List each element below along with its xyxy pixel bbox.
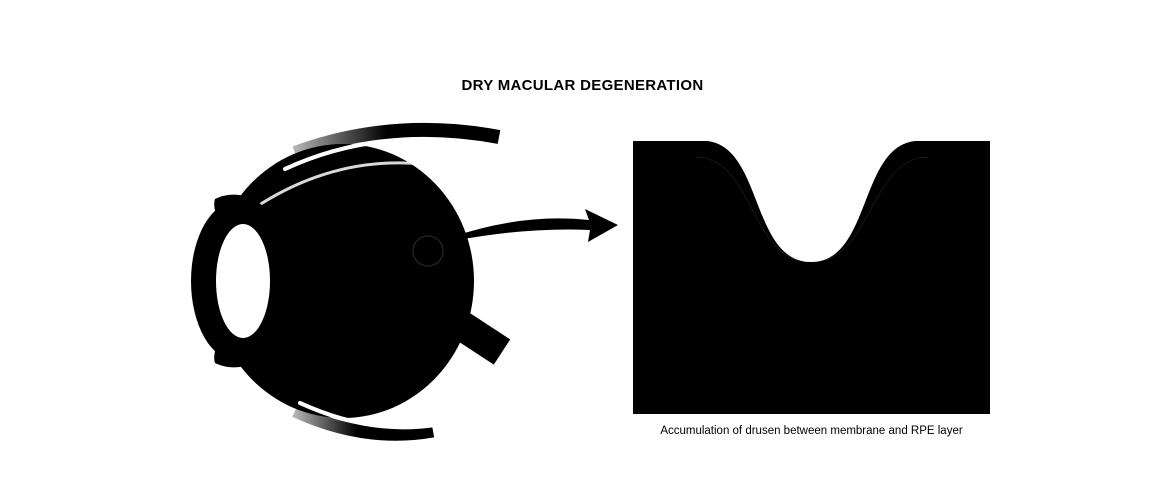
eye-muscle-bottom xyxy=(292,405,435,441)
macula-annotation-circle xyxy=(412,235,444,267)
lens xyxy=(216,224,270,338)
muscle-gap-bottom xyxy=(298,401,437,430)
muscle-gap-top xyxy=(283,137,492,171)
vitreous-body xyxy=(243,175,443,387)
retina-cross-section-figure xyxy=(633,141,990,414)
drusen-spot xyxy=(434,243,442,252)
sclera-highlight xyxy=(251,161,447,211)
title-banner: DRY MACULAR DEGENERATION xyxy=(461,77,704,94)
foveal-pit xyxy=(707,141,915,262)
eye-anatomy-figure xyxy=(191,122,618,441)
caption: Accumulation of drusen between membrane … xyxy=(660,425,963,437)
ciliary-body-bottom xyxy=(214,322,272,368)
optic-nerve xyxy=(418,290,511,365)
ciliary-body-top xyxy=(214,194,272,240)
retina-tissue xyxy=(633,157,990,414)
zoom-arrow-icon xyxy=(452,209,618,242)
eye-muscle-top xyxy=(292,122,501,160)
